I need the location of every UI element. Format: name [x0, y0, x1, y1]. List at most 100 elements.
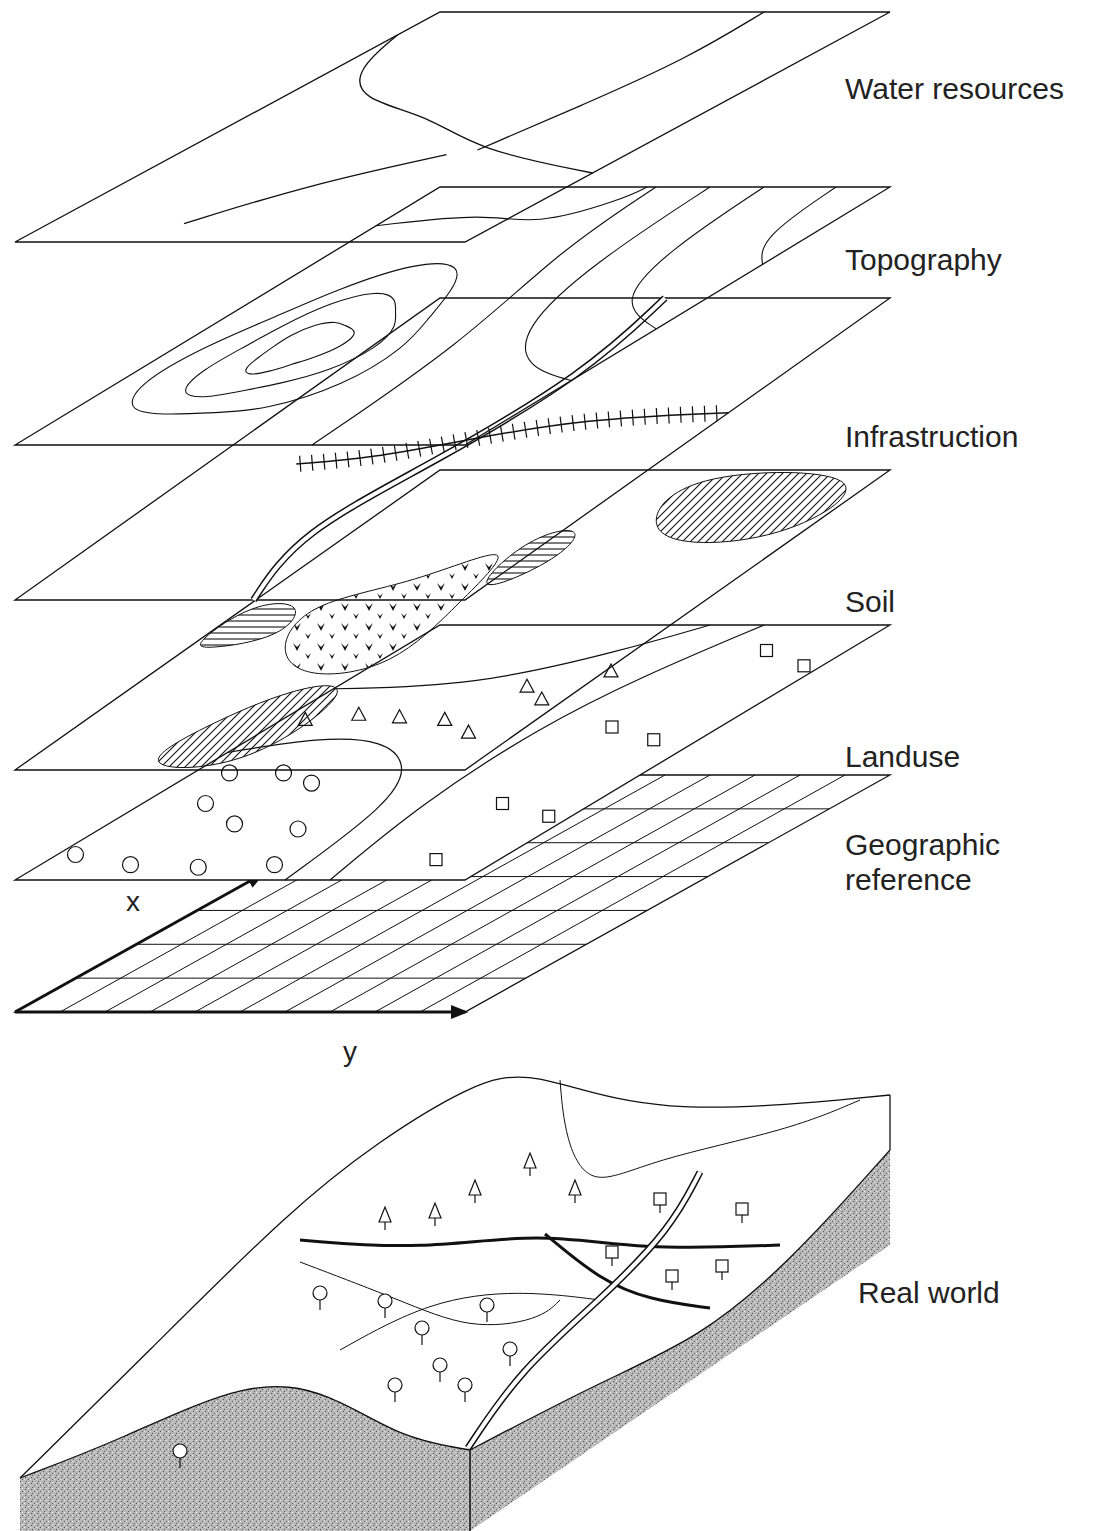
conifer-symbol	[462, 725, 476, 738]
railway-tie	[465, 432, 468, 448]
layer-label: Soil	[845, 585, 895, 620]
tree-stem	[721, 1272, 722, 1280]
round-tree	[173, 1444, 187, 1458]
conifer-symbol	[352, 707, 366, 720]
tree-stem	[611, 1258, 612, 1266]
tree-stem	[394, 1392, 395, 1402]
railway-tie	[632, 410, 633, 426]
round-tree	[313, 1286, 327, 1300]
tree-stem	[179, 1458, 180, 1468]
grid-line	[136, 944, 586, 945]
tree-stem	[439, 1372, 440, 1382]
round-tree	[458, 1378, 472, 1392]
round-tree	[267, 857, 283, 873]
layer-plane	[15, 12, 890, 242]
round-tree	[503, 1342, 517, 1356]
railway-tie	[656, 408, 658, 424]
landuse-layer	[15, 625, 890, 880]
railway-tie	[453, 434, 456, 450]
round-tree	[68, 847, 84, 863]
square-symbol	[666, 1270, 678, 1282]
railway-tie	[716, 405, 718, 421]
contour-line	[186, 293, 396, 396]
soil-region	[200, 604, 295, 648]
layer-label: Topography	[845, 243, 1002, 278]
soil-boundary	[300, 1238, 780, 1247]
conifer-symbol	[438, 712, 452, 725]
river-line	[478, 12, 765, 150]
axis-label: y	[343, 1036, 357, 1068]
tree-stem	[474, 1195, 475, 1203]
railway-tie	[500, 426, 503, 442]
contour-line	[376, 187, 647, 226]
railway-tie	[572, 415, 574, 431]
round-tree	[198, 796, 214, 812]
layer-plane	[15, 625, 890, 880]
railway-tie	[680, 407, 682, 423]
contour-line	[132, 264, 457, 414]
railway-tie	[608, 411, 609, 427]
landuse-boundary	[330, 625, 764, 880]
railway-tie	[548, 418, 550, 434]
tree-stem	[464, 1392, 465, 1402]
railway-tie	[383, 447, 385, 463]
tree-stem	[529, 1168, 530, 1176]
round-tree	[123, 857, 139, 873]
front-face	[20, 1387, 470, 1531]
conifer-tree	[569, 1180, 581, 1195]
square-symbol	[716, 1260, 728, 1272]
square-symbol	[497, 798, 509, 810]
conifer-symbol	[535, 692, 549, 705]
railway-tie	[644, 409, 645, 425]
layer-label: Geographic reference	[845, 828, 1030, 897]
x-axis-arrow	[15, 875, 262, 1012]
block-edge	[469, 1450, 471, 1531]
round-tree	[415, 1321, 429, 1335]
railway-tie	[430, 439, 433, 455]
railway-tie	[300, 456, 301, 472]
railway-tie	[335, 453, 337, 469]
tree-stem	[659, 1205, 660, 1213]
surface-edge	[889, 1095, 890, 1150]
square-symbol	[761, 645, 773, 657]
conifer-tree	[379, 1207, 391, 1222]
conifer-tree	[524, 1153, 536, 1168]
railway-tie	[536, 420, 538, 436]
tree-stem	[671, 1282, 672, 1290]
square-symbol	[606, 1246, 618, 1258]
tree-stem	[509, 1356, 510, 1366]
river-line	[360, 35, 593, 173]
round-tree	[388, 1378, 402, 1392]
tree-stem	[384, 1222, 385, 1230]
railway-tie	[394, 445, 397, 461]
railway-tie	[359, 450, 361, 466]
road-fill	[468, 1172, 700, 1448]
railway-line	[296, 413, 728, 464]
railway-tie	[596, 413, 598, 429]
landuse-plane-ground	[15, 625, 890, 880]
railway-tie	[560, 417, 562, 433]
infrastructure-layer	[15, 298, 890, 600]
railway-tie	[371, 449, 373, 465]
round-tree	[190, 859, 206, 875]
tree-stem	[421, 1335, 422, 1345]
railway-tie	[620, 410, 621, 426]
grid-line	[76, 978, 526, 979]
contour-line	[762, 187, 836, 264]
conifer-symbol	[393, 710, 407, 723]
tree-stem	[486, 1312, 487, 1322]
conifer-tree	[429, 1203, 441, 1218]
round-tree	[227, 816, 243, 832]
topography-layer	[15, 187, 890, 445]
real-world-block	[20, 1077, 890, 1531]
layer-plane	[15, 187, 890, 445]
round-tree	[378, 1294, 392, 1308]
tree-stem	[434, 1218, 435, 1226]
round-tree	[276, 765, 292, 781]
round-tree	[304, 775, 320, 791]
layer-plane	[15, 470, 890, 770]
conifer-symbol	[520, 679, 534, 692]
road-outline	[254, 298, 666, 600]
